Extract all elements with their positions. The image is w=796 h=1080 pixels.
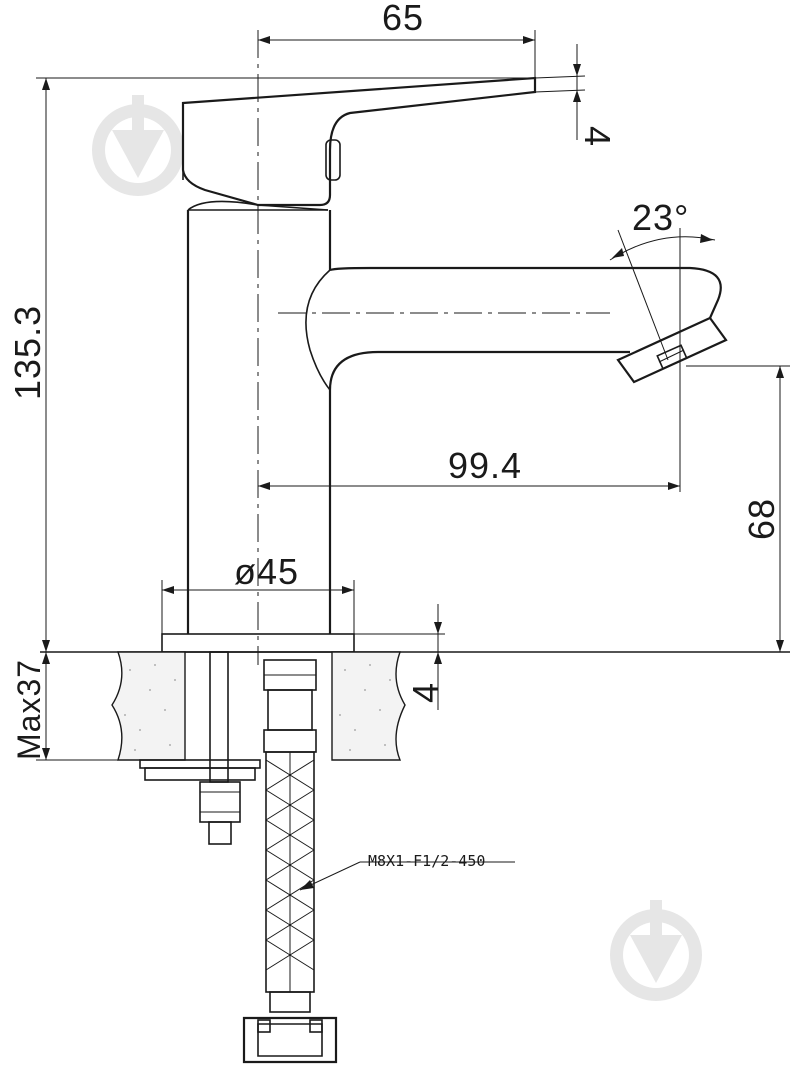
- dim-max-counter-label: Max37: [11, 659, 47, 760]
- dim-total-height-label: 135.3: [7, 305, 48, 400]
- dim-spout-angle: [609, 228, 716, 492]
- dim-spout-angle-label: 23°: [632, 197, 689, 238]
- countertop-section-right: [331, 651, 406, 761]
- spout: [305, 266, 728, 391]
- dim-spout-reach: [258, 482, 680, 490]
- dim-spout-height: [686, 365, 790, 652]
- hose-end-nut: [242, 991, 338, 1064]
- countertop-section-left: [111, 651, 186, 761]
- dim-lever-thickness: [534, 44, 586, 140]
- callout-hose-label: M8X1-F1/2-450: [368, 852, 485, 870]
- callout-hose: [299, 861, 515, 891]
- braided-hose: [265, 751, 315, 993]
- dim-spout-reach-label: 99.4: [448, 445, 522, 486]
- dim-base-thickness: [434, 604, 442, 710]
- mounting-stud: [199, 651, 241, 845]
- dim-top-offset: [258, 30, 536, 78]
- dim-base-diameter: [161, 580, 355, 634]
- lever-handle: [181, 76, 537, 207]
- faucet-body: [186, 200, 332, 634]
- dim-spout-height-label: 68: [741, 498, 782, 540]
- watermark-logo-bottom: [610, 900, 702, 1001]
- mounting-washer: [139, 759, 261, 781]
- dim-total-height: [36, 77, 535, 652]
- dim-lever-thickness-label: 4: [577, 126, 618, 147]
- stone-texture: [124, 664, 391, 751]
- dim-base-thickness-label: 4: [405, 682, 446, 703]
- dim-top-offset-label: 65: [382, 0, 424, 38]
- dim-base-diameter-label: ø45: [234, 551, 299, 592]
- base-plate: [161, 633, 445, 653]
- watermark-logo-top: [92, 95, 184, 196]
- hose-connector: [263, 659, 317, 753]
- dim-max-counter: [36, 652, 118, 761]
